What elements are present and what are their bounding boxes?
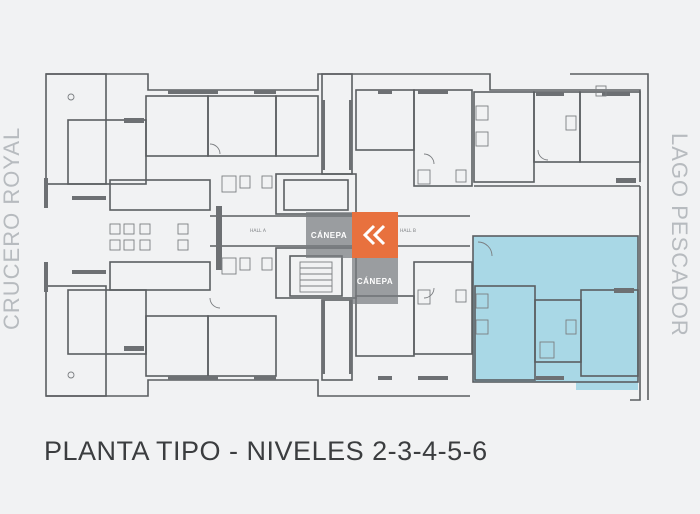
street-label-left: CRUCERO ROYAL bbox=[0, 126, 24, 330]
highlighted-unit bbox=[473, 236, 638, 390]
watermark-brand-left: CÁNEPA bbox=[310, 230, 348, 240]
hall-b-label: HALL B bbox=[400, 228, 416, 234]
watermark-logo-orange bbox=[352, 212, 398, 258]
thick-walls bbox=[44, 90, 636, 380]
watermark-brand-right: CÁNEPA bbox=[356, 276, 394, 286]
plan-title: PLANTA TIPO - NIVELES 2-3-4-5-6 bbox=[44, 436, 488, 466]
hall-labels: HALL A HALL B bbox=[250, 228, 416, 234]
building-walls bbox=[45, 73, 649, 401]
watermark-logo-right: CÁNEPA bbox=[352, 258, 398, 304]
watermark-logo-left: CÁNEPA bbox=[306, 212, 352, 258]
double-chevron-icon bbox=[362, 224, 386, 246]
hall-a-label: HALL A bbox=[250, 228, 267, 234]
fixtures bbox=[67, 85, 607, 379]
street-label-right: LAGO PESCADOR bbox=[667, 133, 692, 337]
